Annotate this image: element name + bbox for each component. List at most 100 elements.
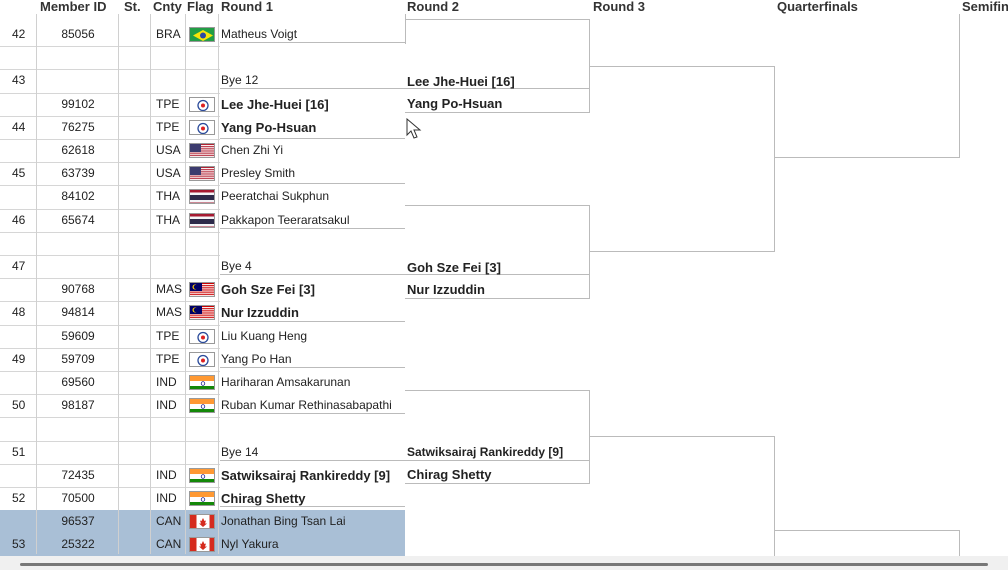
header-member-id[interactable]: Member ID: [40, 0, 107, 14]
header-round-2[interactable]: Round 2: [407, 0, 459, 14]
member-id-cell[interactable]: 62618: [61, 143, 95, 157]
player-name-cell[interactable]: Pakkapon Teeraratsakul: [221, 212, 350, 227]
usa-flag-icon: [189, 166, 215, 182]
grid-divider: [218, 14, 219, 554]
player-name-cell[interactable]: Liu Kuang Heng: [221, 328, 308, 343]
header-round-3[interactable]: Round 3: [593, 0, 645, 14]
player-name-cell[interactable]: Jonathan Bing Tsan Lai: [221, 514, 346, 529]
india-flag-icon: [189, 491, 215, 506]
member-id-cell[interactable]: 99102: [61, 96, 95, 111]
country-cell: IND: [156, 398, 177, 413]
member-id-cell[interactable]: 59709: [61, 351, 95, 366]
table-row[interactable]: [0, 46, 405, 69]
header-quarterfinals[interactable]: Quarterfinals: [777, 0, 858, 14]
member-id-cell[interactable]: 96537: [61, 514, 95, 529]
table-row[interactable]: Bye 12: [0, 69, 405, 92]
horizontal-scrollbar-thumb[interactable]: [20, 563, 988, 566]
player-name-cell[interactable]: Ruban Kumar Rethinasabapathi: [221, 398, 392, 413]
table-row[interactable]: Bye 4: [0, 255, 405, 278]
member-id-cell[interactable]: [38, 417, 118, 440]
thailand-flag-icon: [189, 212, 215, 228]
round2-winner-1b[interactable]: Yang Po-Hsuan: [407, 96, 503, 111]
member-id-cell[interactable]: [38, 441, 118, 464]
member-id-cell[interactable]: 84102: [61, 189, 95, 204]
member-id-cell[interactable]: 85056: [61, 27, 95, 41]
player-name-cell[interactable]: Matheus Voigt: [221, 27, 298, 41]
table-row[interactable]: 70500 IND Chirag Shetty: [0, 487, 405, 510]
round2-winner-3b[interactable]: Chirag Shetty: [407, 467, 492, 482]
round2-winner-1a[interactable]: Lee Jhe-Huei [16]: [407, 74, 515, 89]
table-row[interactable]: 90768 MAS Goh Sze Fei [3]: [0, 278, 405, 301]
row-divider: [0, 417, 220, 419]
player-name-cell[interactable]: Nur Izzuddin: [221, 305, 299, 321]
round2-winner-3a[interactable]: Satwiksairaj Rankireddy [9]: [407, 445, 564, 459]
player-name-cell[interactable]: Hariharan Amsakarunan: [221, 375, 351, 389]
country-cell: MAS: [156, 282, 183, 297]
player-name-cell[interactable]: Chirag Shetty: [221, 491, 306, 506]
table-row[interactable]: 59709 TPE Yang Po Han: [0, 348, 405, 371]
player-name-cell[interactable]: Nyl Yakura: [221, 537, 279, 552]
player-name-cell[interactable]: Yang Po Han: [221, 351, 292, 366]
member-id-cell[interactable]: [38, 46, 118, 69]
player-name-cell[interactable]: Peeratchai Sukphun: [221, 189, 330, 204]
player-name-cell[interactable]: Bye 4: [221, 259, 252, 273]
table-row[interactable]: [0, 232, 405, 255]
member-id-cell[interactable]: [38, 69, 118, 92]
header-semifinals[interactable]: Semifin: [962, 0, 1008, 14]
draw-number: 47: [12, 259, 26, 273]
player-name-cell[interactable]: Presley Smith: [221, 166, 296, 181]
player-name-cell[interactable]: Goh Sze Fei [3]: [221, 282, 315, 298]
member-id-cell[interactable]: 70500: [61, 491, 95, 505]
grid-divider: [185, 14, 186, 554]
member-id-cell[interactable]: 63739: [61, 166, 95, 181]
tpe-flag-icon: [189, 351, 215, 367]
member-id-cell[interactable]: [38, 255, 118, 278]
player-name-cell[interactable]: Bye 12: [221, 73, 259, 88]
mouse-cursor-icon: [406, 118, 422, 139]
member-id-cell[interactable]: 98187: [61, 398, 95, 413]
player-name-cell[interactable]: Chen Zhi Yi: [221, 143, 284, 157]
country-cell: IND: [156, 491, 177, 505]
member-id-cell[interactable]: 76275: [61, 119, 95, 134]
table-row[interactable]: Bye 14: [0, 441, 405, 464]
thailand-flag-icon: [189, 189, 215, 205]
table-row[interactable]: 98187 IND Ruban Kumar Rethinasabapathi: [0, 394, 405, 417]
round2-winner-2b[interactable]: Nur Izzuddin: [407, 282, 485, 297]
header-status[interactable]: St.: [124, 0, 141, 14]
member-id-cell[interactable]: 25322: [61, 537, 95, 552]
column-header-row: Member ID St. Cnty Flag Round 1 Round 2 …: [0, 0, 1008, 14]
player-name-cell[interactable]: Bye 14: [221, 444, 259, 459]
country-cell: [156, 69, 186, 92]
round2-winner-2a[interactable]: Goh Sze Fei [3]: [407, 260, 501, 275]
member-id-cell[interactable]: 69560: [61, 375, 95, 389]
player-name-cell[interactable]: Lee Jhe-Huei [16]: [221, 96, 329, 112]
member-id-cell[interactable]: 90768: [61, 282, 95, 297]
table-row[interactable]: [0, 417, 405, 440]
player-name-cell[interactable]: Satwiksairaj Rankireddy [9]: [221, 467, 391, 483]
player-name-cell[interactable]: Yang Po-Hsuan: [221, 119, 317, 135]
member-id-cell[interactable]: 65674: [61, 212, 95, 227]
member-id-cell[interactable]: 72435: [61, 467, 95, 482]
member-id-cell[interactable]: 59609: [61, 328, 95, 343]
country-cell: TPE: [156, 351, 180, 366]
tpe-flag-icon: [189, 328, 215, 344]
header-round-1[interactable]: Round 1: [221, 0, 273, 14]
member-id-cell[interactable]: [38, 232, 118, 255]
header-flag[interactable]: Flag: [187, 0, 214, 14]
member-id-cell[interactable]: 94814: [61, 305, 95, 320]
row-divider: [0, 463, 220, 465]
header-country[interactable]: Cnty: [153, 0, 182, 14]
